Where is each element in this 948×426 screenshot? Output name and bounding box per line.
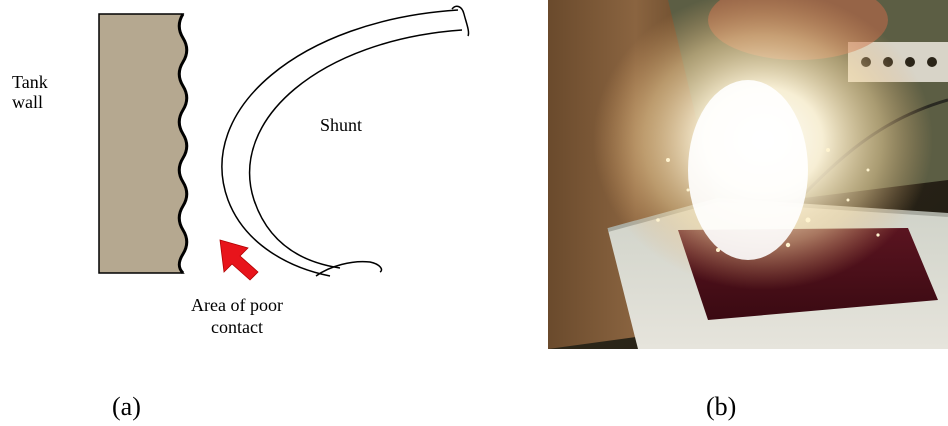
photo-panel-b <box>548 0 948 349</box>
arc-flash-photo <box>548 0 948 349</box>
bracket-hole <box>927 57 937 67</box>
area-label-line1: Area of poor <box>162 294 312 316</box>
area-of-poor-contact-label: Area of poor contact <box>162 294 312 338</box>
shunt-label: Shunt <box>320 115 362 135</box>
shunt-outer-curve <box>222 10 458 276</box>
arc-flash-core <box>688 80 808 260</box>
tank-wall-label: Tank wall <box>12 72 48 112</box>
diagram-panel-a: Tank wall Shunt Area of poor contact <box>0 0 520 360</box>
caption-b: (b) <box>706 392 736 422</box>
poor-contact-arrow-icon <box>220 240 258 280</box>
shunt-bottom-end <box>316 262 382 276</box>
area-label-line2: contact <box>162 316 312 338</box>
tank-wall-shape <box>99 14 187 273</box>
shunt-inner-curve <box>250 30 462 268</box>
tank-wall-label-line2: wall <box>12 92 48 112</box>
caption-a: (a) <box>112 392 141 422</box>
tank-wall-label-line1: Tank <box>12 72 48 92</box>
